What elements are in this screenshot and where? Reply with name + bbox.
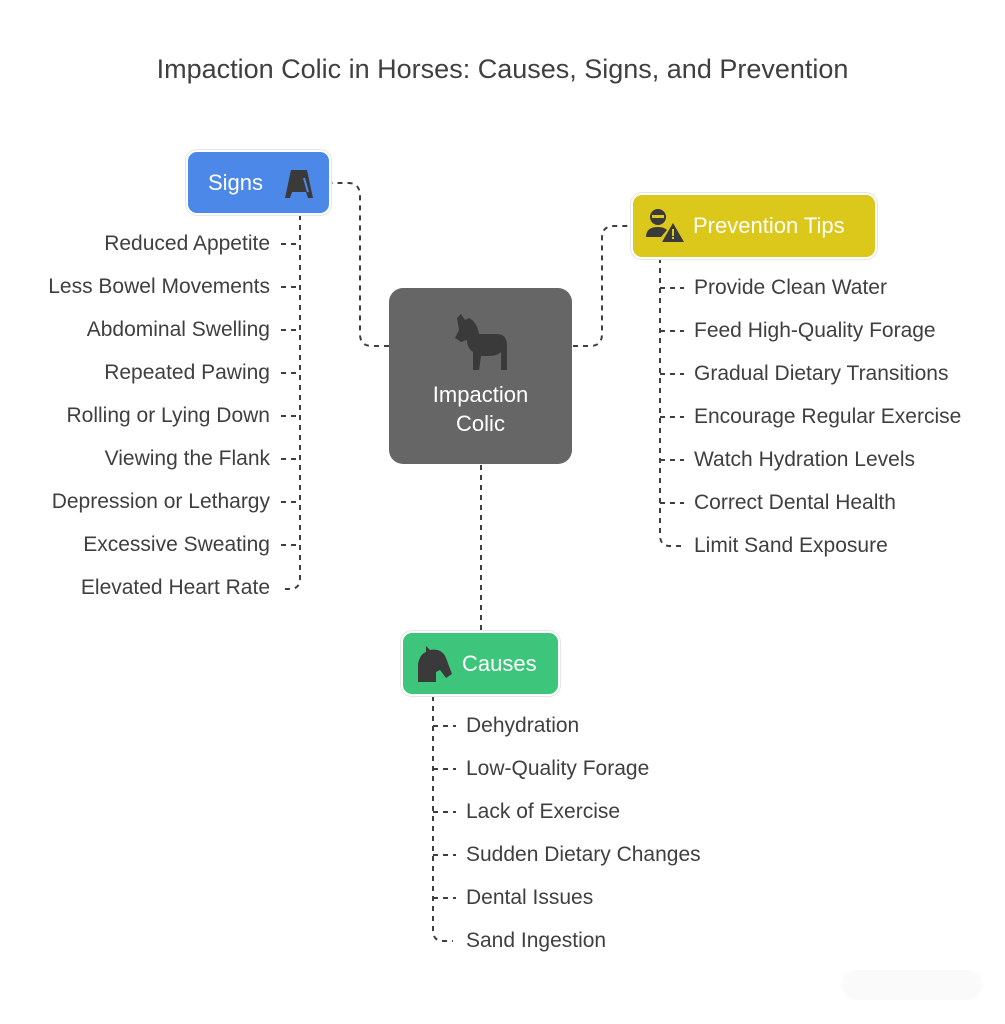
- causes-item: Sudden Dietary Changes: [466, 843, 701, 866]
- signs-label: Signs: [208, 170, 264, 195]
- center-node: Impaction Colic: [389, 288, 572, 464]
- signs-spine: [281, 215, 301, 590]
- center-label-line1: Impaction: [432, 382, 529, 407]
- signs-item: Repeated Pawing: [104, 361, 270, 384]
- connector-center-prevention: [573, 225, 632, 347]
- sandwich-board-sign-icon: [282, 166, 316, 205]
- causes-label: Causes: [462, 651, 537, 676]
- prevention-item: Gradual Dietary Transitions: [694, 362, 949, 385]
- prevention-item: Encourage Regular Exercise: [694, 405, 962, 428]
- prevention-item: Provide Clean Water: [694, 276, 887, 299]
- signs-item: Elevated Heart Rate: [80, 576, 270, 599]
- signs-item: Depression or Lethargy: [51, 490, 270, 513]
- prevention-item: Correct Dental Health: [694, 491, 896, 514]
- prevention-node: Prevention Tips: [633, 195, 875, 257]
- signs-item: Rolling or Lying Down: [66, 404, 271, 427]
- center-label-line2: Colic: [456, 411, 505, 436]
- causes-node: Causes: [403, 633, 558, 694]
- prevention-item: Watch Hydration Levels: [694, 448, 915, 471]
- prevention-item: Feed High-Quality Forage: [694, 319, 936, 342]
- signs-item: Reduced Appetite: [104, 232, 270, 255]
- causes-item: Low-Quality Forage: [466, 757, 650, 780]
- connector-center-signs: [332, 182, 389, 347]
- diagram-title: Impaction Colic in Horses: Causes, Signs…: [156, 54, 849, 84]
- causes-item: Sand Ingestion: [466, 929, 607, 952]
- person-warning-icon: [645, 207, 685, 250]
- signs-item: Abdominal Swelling: [86, 318, 270, 341]
- horse-icon: [449, 312, 513, 377]
- signs-item: Excessive Sweating: [83, 533, 270, 556]
- prevention-item: Limit Sand Exposure: [694, 534, 888, 557]
- horse-head-icon: [416, 644, 454, 687]
- causes-item: Lack of Exercise: [466, 800, 621, 823]
- signs-node: Signs: [188, 152, 329, 213]
- signs-item: Viewing the Flank: [104, 447, 270, 470]
- causes-item: Dehydration: [466, 714, 580, 737]
- center-label: Impaction Colic: [389, 380, 572, 438]
- causes-spine: [432, 696, 453, 942]
- prevention-spine: [659, 258, 681, 547]
- prevention-label: Prevention Tips: [693, 213, 845, 238]
- watermark: [842, 970, 982, 1000]
- signs-item: Less Bowel Movements: [48, 275, 270, 298]
- causes-item: Dental Issues: [466, 886, 594, 909]
